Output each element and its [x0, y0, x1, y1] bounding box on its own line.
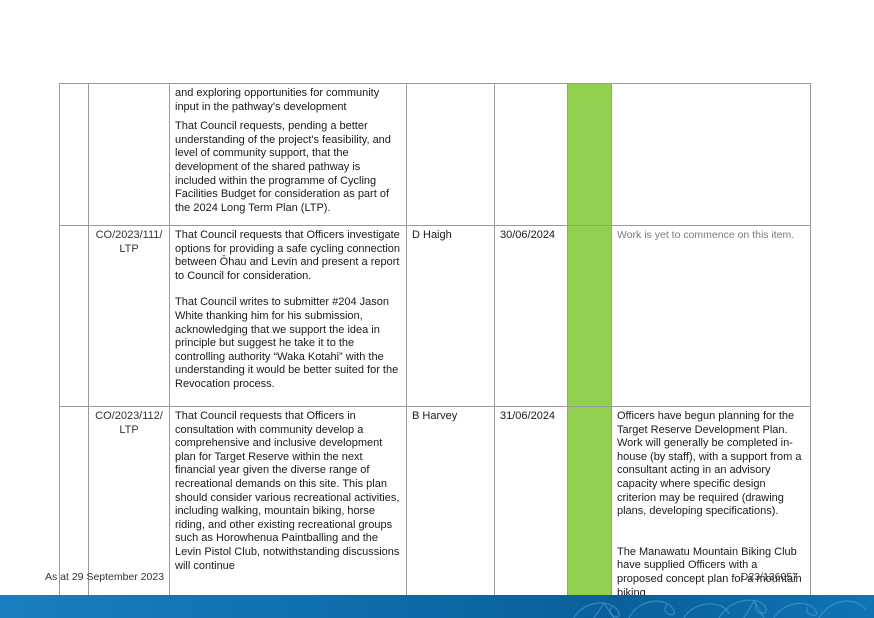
footer-document-reference: D23/136057	[740, 571, 798, 583]
comments-cell	[611, 83, 811, 226]
resolution-cell: That Council requests that Officers inve…	[169, 225, 407, 407]
row-number-cell	[59, 405, 89, 605]
row-number-cell	[59, 225, 89, 407]
comments-cell: Officers have begun planning for the Tar…	[611, 405, 811, 605]
status-indicator	[567, 405, 612, 605]
officer-cell: B Harvey	[406, 405, 495, 605]
due-date-cell: 30/06/2024	[494, 225, 568, 407]
footer-band	[0, 595, 874, 618]
resolution-text: That Council requests that Officers inve…	[175, 229, 401, 282]
resolutions-table: and exploring opportunities for communit…	[59, 83, 811, 605]
officer-cell	[406, 83, 495, 226]
table-row: and exploring opportunities for communit…	[59, 83, 811, 226]
table-row: CO/2023/112/ LTP That Council requests t…	[59, 405, 811, 605]
resolution-cell: and exploring opportunities for communit…	[169, 83, 407, 226]
due-date-cell	[494, 83, 568, 226]
resolution-text: and exploring opportunities for communit…	[175, 87, 380, 113]
koru-pattern-icon	[573, 599, 867, 618]
comment-text: Work is yet to commence on this item.	[617, 229, 795, 241]
footer-date: As at 29 September 2023	[45, 571, 165, 583]
row-number-cell	[59, 83, 89, 226]
reference-cell: CO/2023/111/ LTP	[88, 225, 170, 407]
due-date-cell: 31/06/2024	[494, 405, 568, 605]
comment-text: Officers have begun planning for the Tar…	[617, 410, 802, 518]
resolution-cell: That Council requests that Officers in c…	[169, 405, 407, 605]
comment-text: The Manawatu Mountain Biking Club have s…	[617, 545, 802, 599]
table-row: CO/2023/111/ LTP That Council requests t…	[59, 225, 811, 407]
status-indicator	[567, 83, 612, 226]
resolution-text: That Council writes to submitter #204 Ja…	[175, 296, 399, 390]
comments-cell: Work is yet to commence on this item.	[611, 225, 811, 407]
resolution-text: That Council requests, pending a better …	[175, 120, 391, 214]
officer-cell: D Haigh	[406, 225, 495, 407]
reference-cell	[88, 83, 170, 226]
resolution-text: That Council requests that Officers in c…	[175, 410, 400, 572]
status-indicator	[567, 225, 612, 407]
